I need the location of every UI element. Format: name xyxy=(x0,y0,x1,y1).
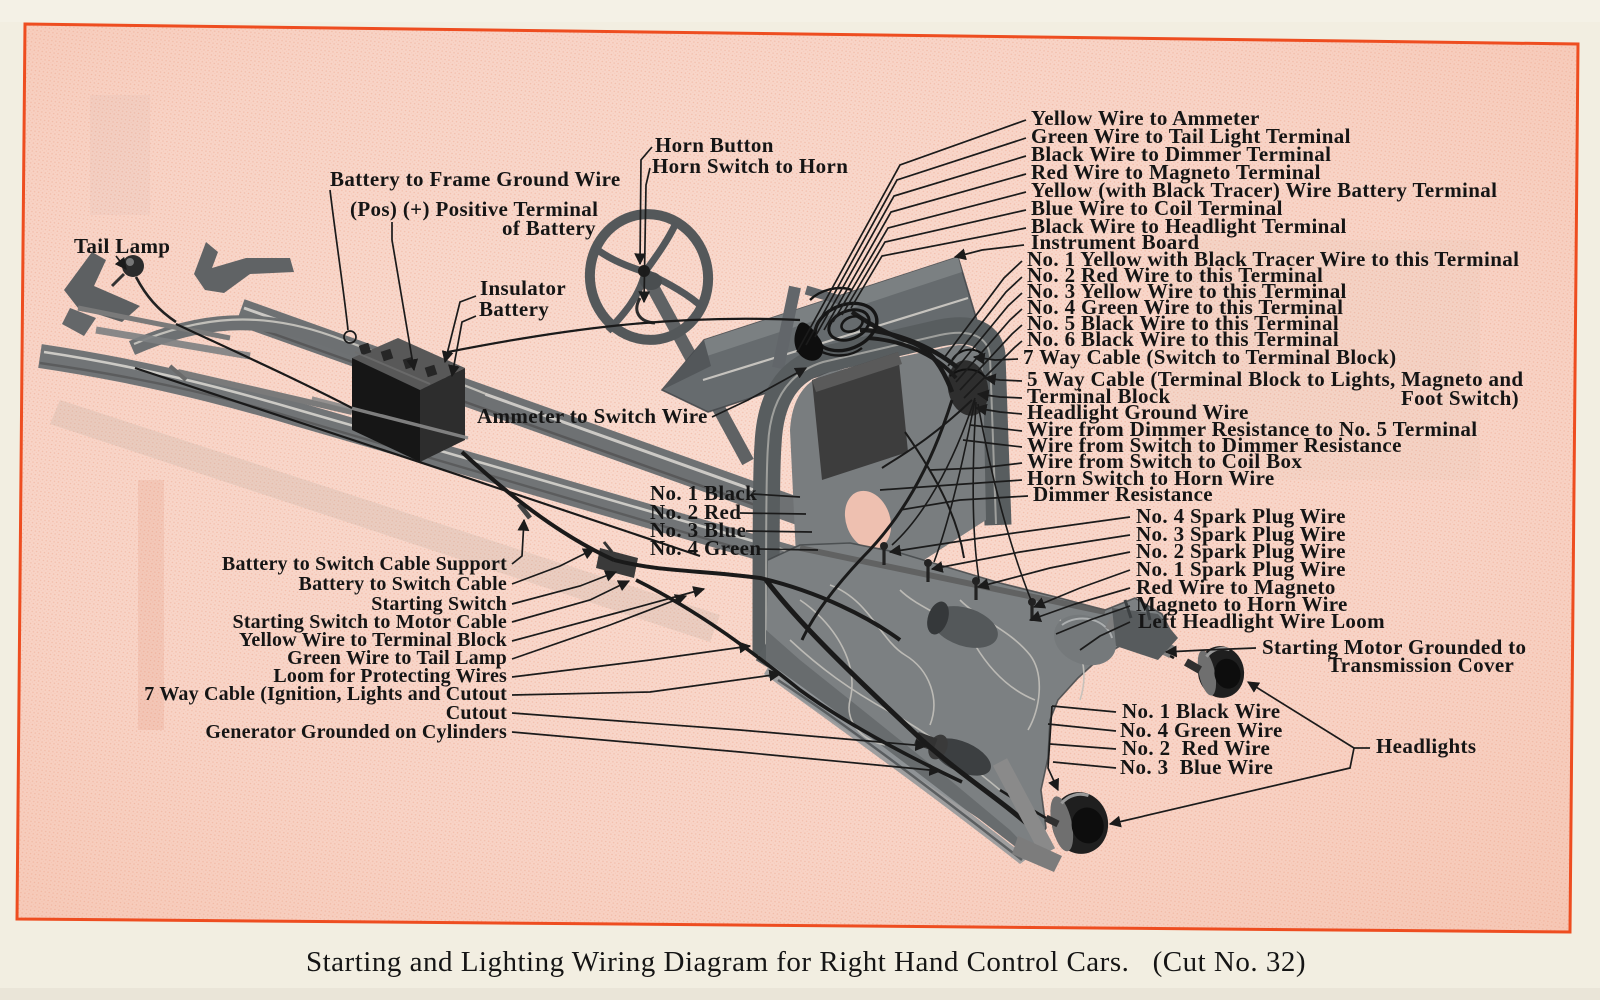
svg-text:7 Way Cable (Ignition, Lights: 7 Way Cable (Ignition, Lights and Cutout xyxy=(144,683,507,705)
svg-text:Insulator: Insulator xyxy=(480,276,566,300)
svg-text:No. 1 Yellow with Black Tracer: No. 1 Yellow with Black Tracer Wire to t… xyxy=(1027,247,1519,271)
svg-text:Green Wire to Tail Light Termi: Green Wire to Tail Light Terminal xyxy=(1031,124,1351,148)
svg-text:Battery: Battery xyxy=(479,297,549,321)
svg-text:No. 3 Yellow Wire to this Term: No. 3 Yellow Wire to this Terminal xyxy=(1027,279,1347,303)
svg-text:of Battery: of Battery xyxy=(502,216,596,240)
svg-text:(Pos) (+) Positive Terminal: (Pos) (+) Positive Terminal xyxy=(350,197,598,221)
svg-text:Left Headlight Wire Loom: Left Headlight Wire Loom xyxy=(1138,609,1385,633)
svg-text:No. 4 Green Wire: No. 4 Green Wire xyxy=(1120,718,1283,742)
svg-text:Starting and Lighting Wiring D: Starting and Lighting Wiring Diagram for… xyxy=(306,946,1306,978)
svg-text:Wire from Switch to Dimmer Res: Wire from Switch to Dimmer Resistance xyxy=(1027,433,1402,457)
svg-text:No. 4 Green Wire to this Termi: No. 4 Green Wire to this Terminal xyxy=(1027,295,1343,319)
svg-text:Yellow (with Black Tracer) Wir: Yellow (with Black Tracer) Wire Battery … xyxy=(1031,178,1497,202)
svg-text:Tail Lamp: Tail Lamp xyxy=(74,234,170,258)
svg-text:No. 1 Black Wire: No. 1 Black Wire xyxy=(1122,699,1280,723)
svg-text:Battery to Switch Cable: Battery to Switch Cable xyxy=(299,573,507,595)
svg-text:No. 2 Spark Plug Wire: No. 2 Spark Plug Wire xyxy=(1136,539,1346,563)
svg-text:Blue Wire to Coil Terminal: Blue Wire to Coil Terminal xyxy=(1031,196,1283,220)
svg-text:No. 5 Black Wire to this Termi: No. 5 Black Wire to this Terminal xyxy=(1027,311,1339,335)
svg-text:No. 2 Red Wire to this Termina: No. 2 Red Wire to this Terminal xyxy=(1027,263,1323,287)
svg-text:Horn Switch to Horn Wire: Horn Switch to Horn Wire xyxy=(1027,466,1275,490)
svg-text:7 Way Cable (Switch to Termina: 7 Way Cable (Switch to Terminal Block) xyxy=(1023,345,1396,369)
svg-text:Red Wire to Magneto Terminal: Red Wire to Magneto Terminal xyxy=(1031,160,1321,184)
svg-text:No. 4 Spark Plug Wire: No. 4 Spark Plug Wire xyxy=(1136,504,1346,528)
svg-text:No. 2 Red: No. 2 Red xyxy=(650,500,741,524)
svg-text:Red Wire to Magneto: Red Wire to Magneto xyxy=(1136,575,1336,599)
svg-text:Wire from Dimmer Resistance to: Wire from Dimmer Resistance to No. 5 Ter… xyxy=(1027,417,1477,441)
svg-text:Instrument Board: Instrument Board xyxy=(1031,230,1199,254)
svg-text:Terminal Block: Terminal Block xyxy=(1027,384,1171,408)
svg-text:No. 3 Blue Wire: No. 3 Blue Wire xyxy=(1120,755,1273,779)
svg-text:Battery to Switch Cable Suppor: Battery to Switch Cable Support xyxy=(222,553,507,575)
svg-text:Yellow Wire to Terminal Block: Yellow Wire to Terminal Block xyxy=(239,629,508,651)
svg-text:Starting Switch: Starting Switch xyxy=(371,593,507,615)
svg-text:Loom for Protecting Wires: Loom for Protecting Wires xyxy=(273,665,507,687)
svg-text:Battery to Frame Ground Wire: Battery to Frame Ground Wire xyxy=(330,167,621,191)
svg-text:Yellow Wire to Ammeter: Yellow Wire to Ammeter xyxy=(1031,106,1260,130)
svg-text:Headlights: Headlights xyxy=(1376,734,1476,758)
svg-text:No. 4 Green: No. 4 Green xyxy=(650,536,761,560)
svg-text:Horn Switch to Horn: Horn Switch to Horn xyxy=(652,154,848,178)
svg-text:No. 1 Spark Plug Wire: No. 1 Spark Plug Wire xyxy=(1136,557,1346,581)
svg-text:Cutout: Cutout xyxy=(446,702,507,724)
svg-text:Dimmer Resistance: Dimmer Resistance xyxy=(1033,482,1213,506)
svg-text:Horn Button: Horn Button xyxy=(655,133,774,157)
svg-text:Black Wire to Dimmer Terminal: Black Wire to Dimmer Terminal xyxy=(1031,142,1331,166)
svg-text:Starting Motor Grounded to: Starting Motor Grounded to xyxy=(1262,635,1526,659)
svg-text:No. 3 Spark Plug Wire: No. 3 Spark Plug Wire xyxy=(1136,522,1346,546)
svg-text:No. 2 Red Wire: No. 2 Red Wire xyxy=(1122,736,1270,760)
svg-text:Headlight Ground Wire: Headlight Ground Wire xyxy=(1027,400,1249,424)
svg-text:Transmission Cover: Transmission Cover xyxy=(1328,653,1514,677)
svg-text:Green Wire to Tail Lamp: Green Wire to Tail Lamp xyxy=(287,647,507,669)
svg-text:Wire from Switch to Coil Box: Wire from Switch to Coil Box xyxy=(1027,449,1302,473)
svg-text:Generator Grounded on Cylinder: Generator Grounded on Cylinders xyxy=(205,721,507,743)
svg-text:Foot Switch): Foot Switch) xyxy=(1401,386,1519,410)
svg-text:No. 1 Black: No. 1 Black xyxy=(650,481,757,505)
svg-text:Starting Switch to Motor Cable: Starting Switch to Motor Cable xyxy=(233,611,508,633)
svg-text:5 Way Cable (Terminal Block to: 5 Way Cable (Terminal Block to Lights, M… xyxy=(1027,367,1523,391)
svg-text:Magneto to Horn Wire: Magneto to Horn Wire xyxy=(1136,592,1348,616)
svg-text:Black Wire to Headlight Termin: Black Wire to Headlight Terminal xyxy=(1031,214,1347,238)
svg-text:No. 6 Black Wire to this Termi: No. 6 Black Wire to this Terminal xyxy=(1027,327,1339,351)
svg-text:Ammeter to Switch Wire: Ammeter to Switch Wire xyxy=(477,404,708,428)
svg-text:No. 3 Blue: No. 3 Blue xyxy=(650,518,746,542)
